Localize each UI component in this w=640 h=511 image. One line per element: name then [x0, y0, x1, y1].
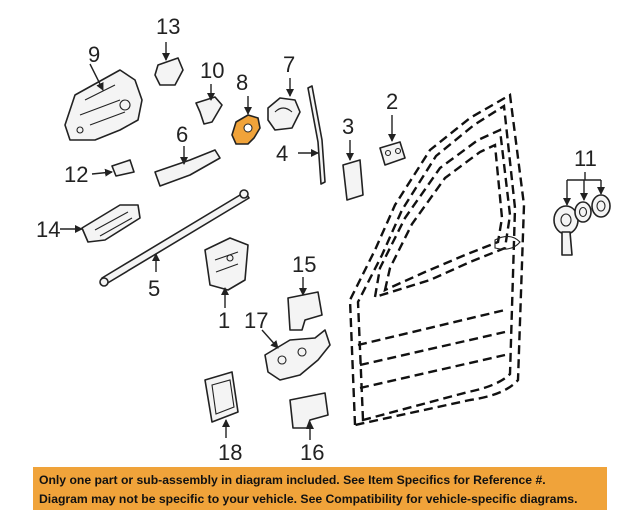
part-5-link-rod: 5	[99, 189, 250, 301]
callout-13: 13	[156, 14, 180, 39]
callout-3: 3	[342, 114, 354, 139]
part-16-lower-hinge: 16	[289, 392, 329, 465]
callout-9: 9	[88, 42, 100, 67]
callout-11: 11	[574, 146, 597, 171]
part-9-handle-carrier: 9	[64, 42, 143, 141]
callout-14: 14	[36, 217, 60, 242]
callout-4: 4	[276, 141, 288, 166]
part-12-clip: 12	[64, 159, 135, 187]
callout-5: 5	[148, 276, 160, 301]
disclaimer-banner: Only one part or sub-assembly in diagram…	[33, 467, 607, 510]
callout-15: 15	[292, 252, 316, 277]
callout-8: 8	[236, 70, 248, 95]
part-18-grommet: 18	[204, 371, 242, 465]
part-7-rod-clip: 7	[267, 52, 301, 131]
part-13-cover-cap: 13	[154, 14, 184, 86]
part-15-upper-hinge: 15	[287, 252, 323, 331]
callout-10: 10	[200, 58, 224, 83]
disclaimer-line-2: Diagram may not be specific to your vehi…	[39, 492, 578, 506]
part-10-bracket: 10	[195, 58, 224, 125]
callout-2: 2	[386, 89, 398, 114]
part-3-pad: 3	[342, 114, 364, 201]
callout-18: 18	[218, 440, 242, 465]
part-8-clip-highlighted: 8	[231, 70, 261, 145]
callout-7: 7	[283, 52, 295, 77]
callout-16: 16	[300, 440, 324, 465]
part-2-striker: 2	[379, 89, 406, 166]
part-4-lock-rod: 4	[276, 85, 326, 185]
part-17-door-check: 17	[244, 308, 331, 381]
callout-12: 12	[64, 162, 88, 187]
part-6-outside-handle: 6	[154, 122, 221, 187]
callout-1: 1	[218, 308, 230, 333]
front-door-shell	[348, 93, 526, 427]
callout-17: 17	[244, 308, 268, 333]
part-14-inside-handle: 14	[36, 204, 141, 243]
part-11-lock-cylinder-set: 11	[553, 146, 611, 256]
callout-6: 6	[176, 122, 188, 147]
part-1-door-latch: 1	[204, 237, 249, 333]
disclaimer-line-1: Only one part or sub-assembly in diagram…	[39, 473, 546, 487]
